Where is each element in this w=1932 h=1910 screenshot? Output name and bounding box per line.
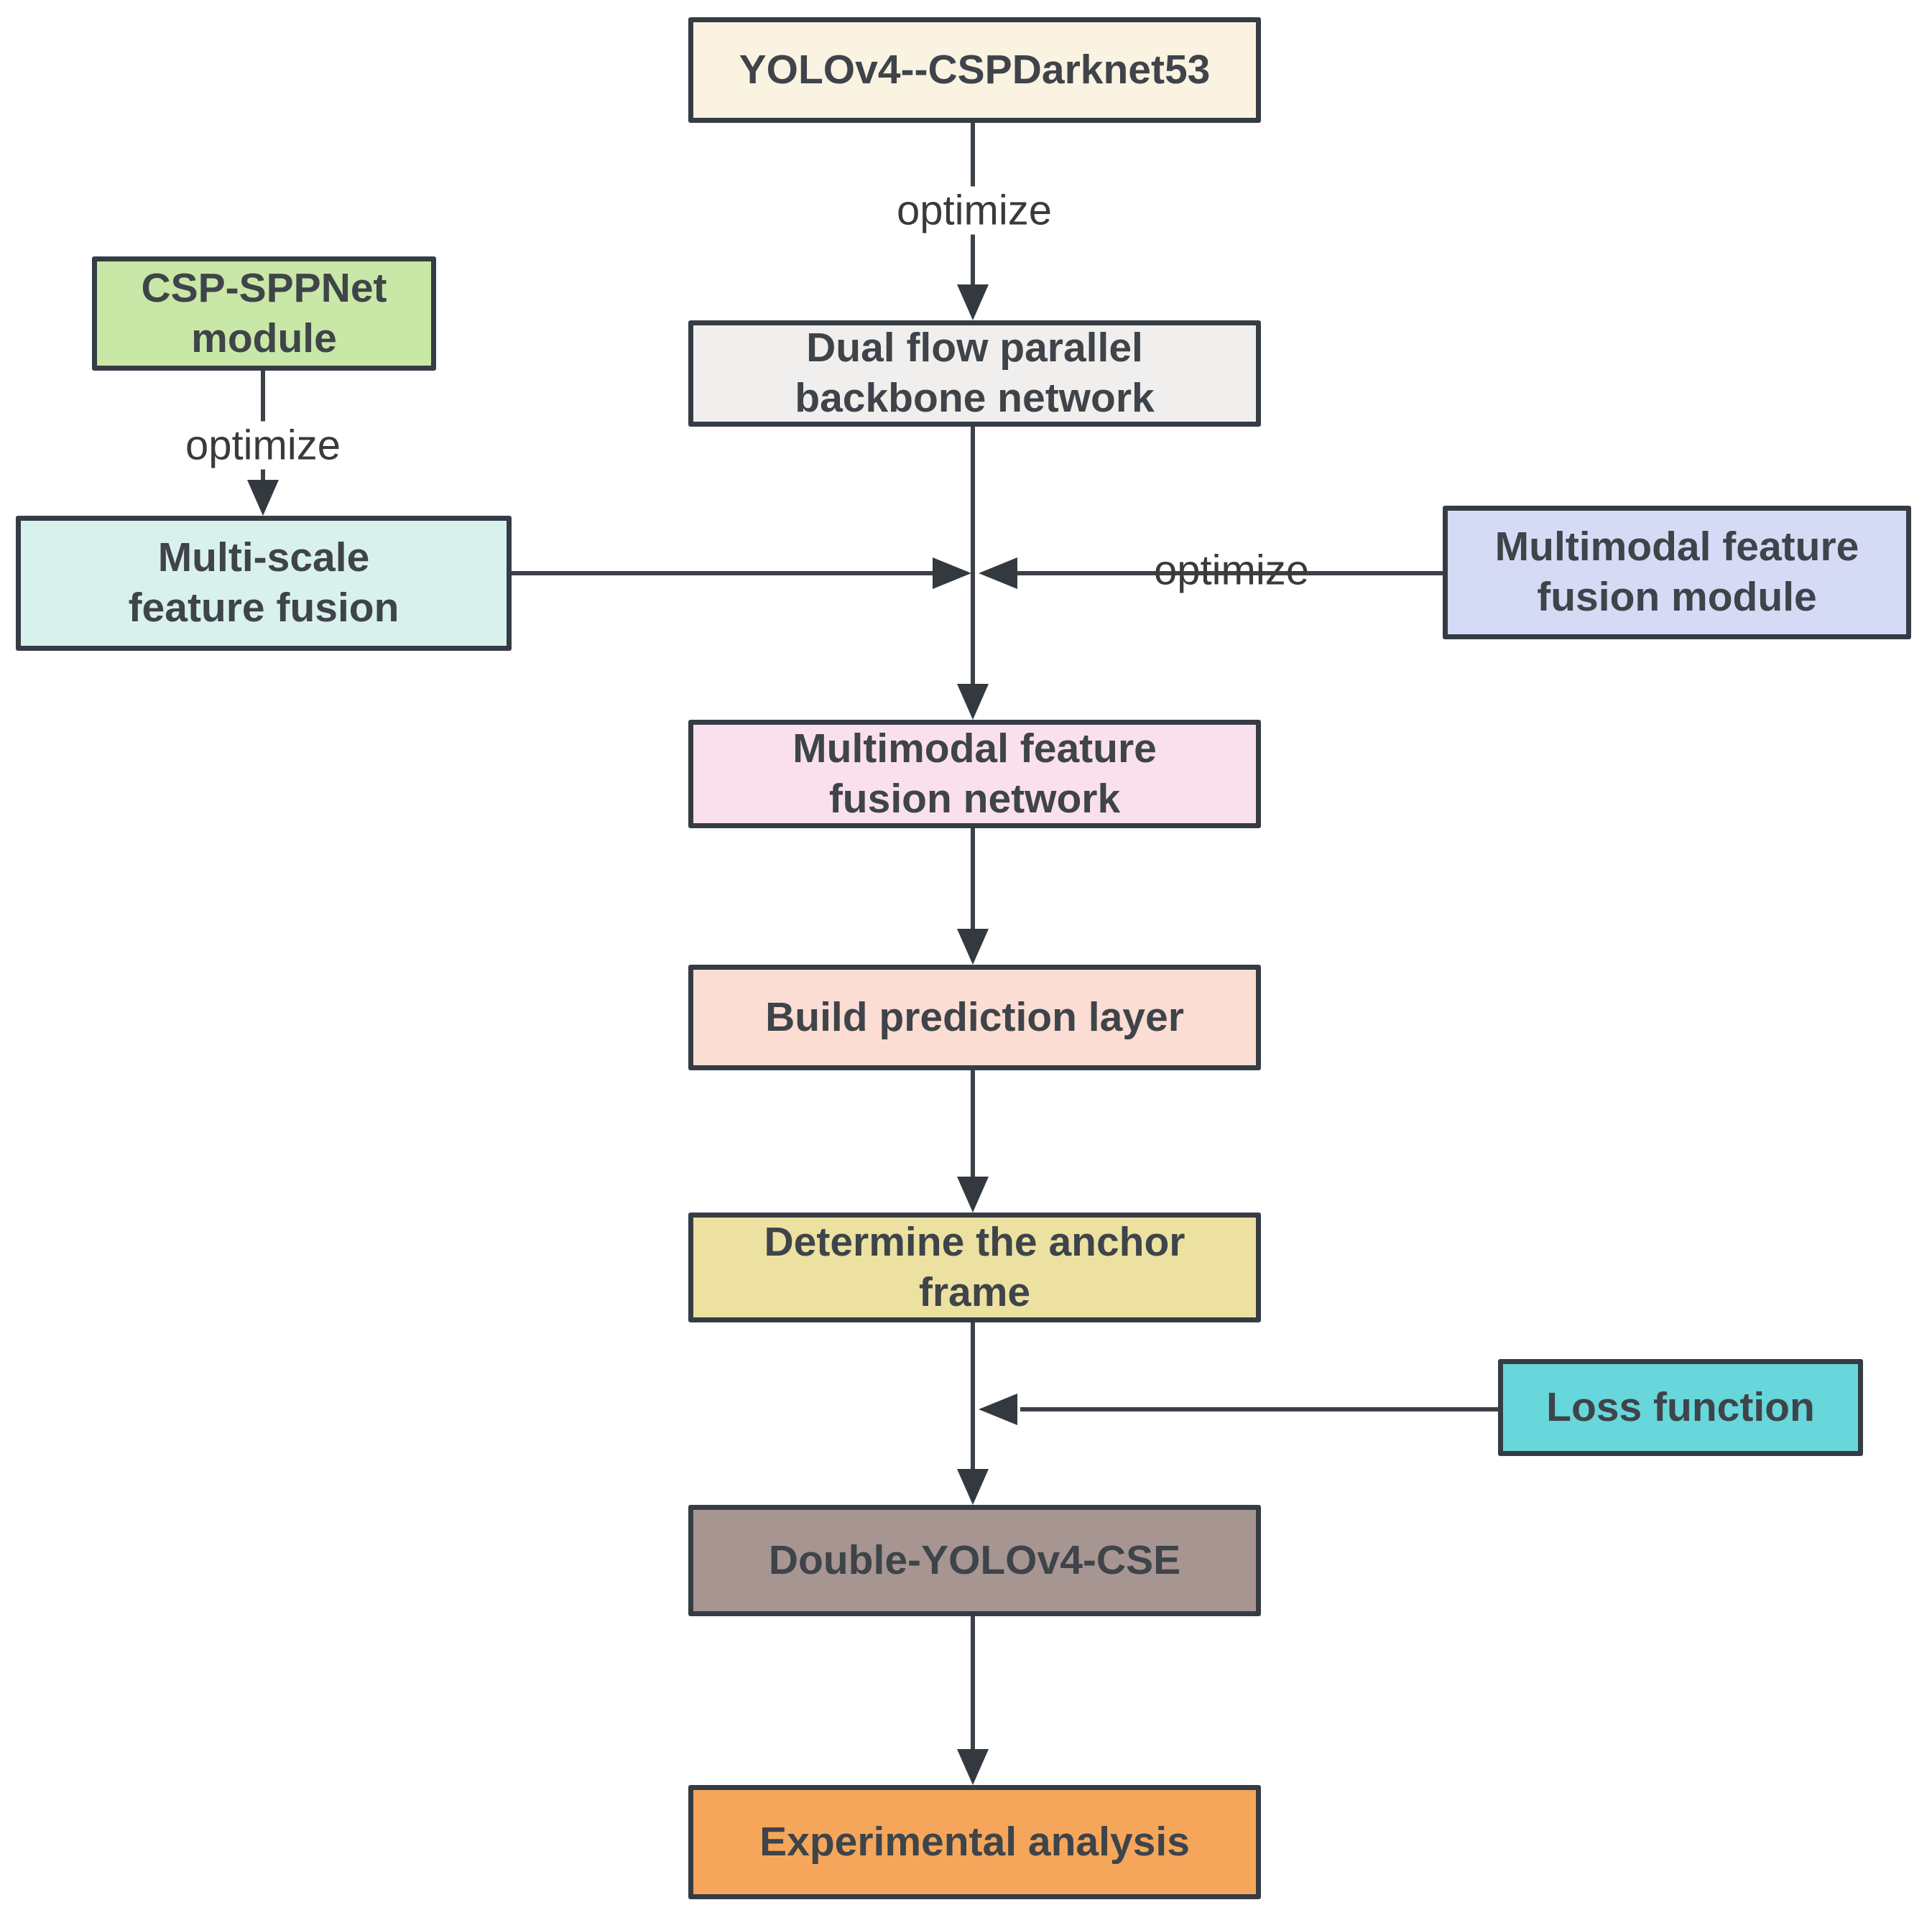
arrowhead-right-at-junction xyxy=(933,557,971,589)
node-experimental-analysis: Experimental analysis xyxy=(688,1785,1261,1899)
node-csp-sppnet-module: CSP-SPPNet module xyxy=(92,256,436,371)
connector-dualflow-to-mmfnetwork xyxy=(971,427,975,687)
connector-mmfnetwork-to-buildpred xyxy=(971,828,975,933)
arrowhead-down-into-doubleyolo xyxy=(957,1469,989,1505)
node-multimodal-feature-fusion-network: Multimodal feature fusion network xyxy=(688,720,1261,828)
arrowhead-down-into-multiscale xyxy=(247,480,279,516)
edge-label-optimize-right: optimize xyxy=(1154,547,1309,594)
arrowhead-down-into-mmfnetwork xyxy=(957,684,989,720)
connector-doubleyolo-to-experiment xyxy=(971,1616,975,1754)
edge-label-optimize-left: optimize xyxy=(177,421,349,470)
node-double-yolov4-cse: Double-YOLOv4-CSE xyxy=(688,1505,1261,1616)
arrowhead-down-into-anchor xyxy=(957,1177,989,1213)
connector-multiscale-to-junction xyxy=(512,571,935,575)
connector-loss-to-junction xyxy=(1020,1407,1498,1411)
arrowhead-down-into-dualflow xyxy=(957,284,989,320)
node-loss-function: Loss function xyxy=(1498,1359,1863,1456)
arrowhead-down-into-experiment xyxy=(957,1749,989,1785)
connector-buildpred-to-anchor xyxy=(971,1070,975,1181)
arrowhead-left-at-loss-junction xyxy=(979,1394,1017,1425)
node-yolov4-cspdarknet53: YOLOv4--CSPDarknet53 xyxy=(688,17,1261,123)
node-multi-scale-feature-fusion: Multi-scale feature fusion xyxy=(16,516,512,651)
arrowhead-left-at-junction xyxy=(979,557,1017,589)
node-determine-the-anchor-frame: Determine the anchor frame xyxy=(688,1213,1261,1322)
connector-anchor-to-doubleyolo xyxy=(971,1322,975,1473)
node-dual-flow-parallel-backbone-network: Dual flow parallel backbone network xyxy=(688,320,1261,427)
edge-label-optimize-top: optimize xyxy=(888,186,1060,235)
node-build-prediction-layer: Build prediction layer xyxy=(688,965,1261,1070)
connector-mmfmodule-to-junction xyxy=(1017,571,1443,575)
node-multimodal-feature-fusion-module: Multimodal feature fusion module xyxy=(1443,506,1911,639)
arrowhead-down-into-buildpred xyxy=(957,929,989,965)
